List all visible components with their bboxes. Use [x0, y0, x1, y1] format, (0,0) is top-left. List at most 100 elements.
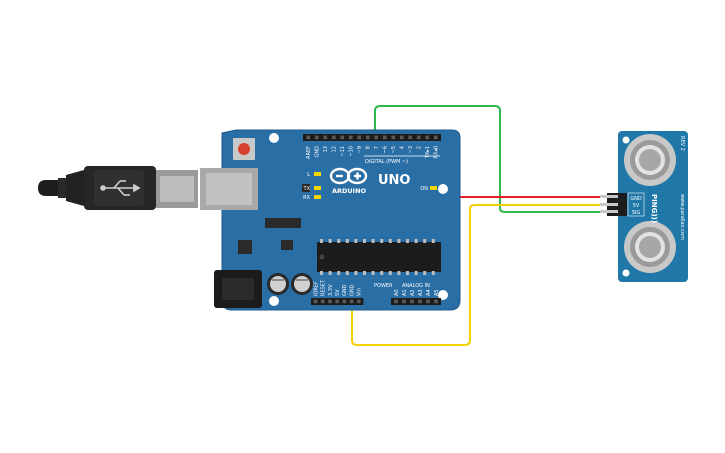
mounting-hole — [269, 296, 279, 306]
digital-header-pin-label: 7 — [374, 146, 380, 149]
chip-leg — [414, 271, 418, 275]
power-header-pin-label: 3.3V — [328, 284, 334, 296]
digital-header-pin-label: TX▸1 — [425, 146, 431, 159]
chip-leg — [397, 271, 401, 275]
digital-header-pin[interactable] — [314, 135, 319, 140]
sensor-pin-header[interactable] — [600, 193, 627, 216]
arduino-brand: ARDUINO — [332, 187, 367, 195]
digital-header-pin[interactable] — [399, 135, 404, 140]
crystal — [265, 218, 301, 228]
analog-header-pin[interactable] — [426, 299, 430, 304]
digital-header-pin[interactable] — [425, 135, 430, 140]
chip-leg — [388, 239, 392, 243]
digital-header-pin-label: ~11 — [340, 146, 346, 157]
digital-header-pin[interactable] — [323, 135, 328, 140]
power-header-pin[interactable] — [313, 299, 318, 304]
power-header-pin-label: GND — [349, 284, 355, 296]
chip-leg — [380, 271, 384, 275]
capacitor — [291, 273, 313, 295]
digital-header-pin[interactable] — [306, 135, 311, 140]
analog-header-pin-label: A3 — [418, 289, 424, 296]
digital-header-pin[interactable] — [416, 135, 421, 140]
analog-header-pin[interactable] — [394, 299, 398, 304]
signal-wire[interactable] — [374, 105, 619, 213]
chip-leg — [406, 271, 409, 275]
arduino-logo: ARDUINO UNO — [329, 167, 411, 195]
digital-header-pin-label: ~10 — [349, 146, 355, 157]
chip-leg — [423, 239, 427, 243]
sensor-pin-labels: GND 5V SIG — [627, 192, 645, 217]
digital-header-pin[interactable] — [331, 135, 336, 140]
digital-header-pin[interactable] — [365, 135, 370, 140]
led-l-label: L — [307, 172, 310, 178]
uno-model: UNO — [378, 173, 411, 188]
digital-header-pin[interactable] — [391, 135, 396, 140]
chip-small — [302, 184, 310, 192]
arduino-uno-board[interactable]: L TX RX ON ARDUINO UNO ARE — [200, 129, 461, 311]
mounting-hole — [438, 290, 448, 300]
voltage-regulator — [238, 240, 252, 254]
digital-header-pin[interactable] — [408, 135, 413, 140]
chip-leg — [363, 239, 366, 243]
digital-header-pin-label: 13 — [323, 146, 329, 152]
chip-leg — [380, 239, 384, 243]
analog-header-pin-label: A0 — [394, 289, 400, 296]
sensor-pin-5v: 5V — [633, 203, 640, 209]
power-header-pin-label: RESET — [321, 279, 327, 296]
on-led: ON — [420, 186, 437, 192]
power-header-pin[interactable] — [321, 299, 325, 304]
analog-header-label: ANALOG IN — [402, 283, 430, 289]
chip-leg — [431, 239, 435, 243]
sensor-revision: REV 2 — [679, 136, 685, 151]
analog-header-pin[interactable] — [434, 299, 438, 304]
digital-header-pin[interactable] — [340, 135, 345, 140]
sensor-pin-sig: SIG — [632, 210, 641, 216]
analog-header-pin[interactable] — [418, 299, 422, 304]
power-header-pin[interactable] — [342, 299, 347, 304]
ping-ultrasonic-sensor[interactable]: GND 5V SIG PING))) REV 2 www.parallax.co… — [600, 131, 688, 282]
chip-leg — [431, 271, 435, 275]
digital-header-pin[interactable] — [348, 135, 353, 140]
digital-header-strip — [303, 134, 441, 141]
digital-header-pin[interactable] — [382, 135, 387, 140]
dc-power-jack[interactable] — [214, 270, 262, 308]
chip-leg — [363, 271, 366, 275]
digital-header-pin[interactable] — [433, 135, 438, 140]
chip-leg — [423, 271, 427, 275]
digital-header-pin-label: ~9 — [357, 146, 363, 153]
sensor-name: PING))) — [650, 194, 658, 223]
led-tx-label: TX — [303, 186, 311, 192]
chip-leg — [320, 271, 323, 275]
analog-header-pin-label: A5 — [434, 289, 440, 296]
chip-leg — [388, 271, 392, 275]
chip-leg — [345, 239, 349, 243]
status-leds: L TX RX — [303, 172, 321, 201]
power-header-pin[interactable] — [349, 299, 354, 304]
power-header-pin[interactable] — [357, 299, 361, 304]
chip-leg — [406, 239, 409, 243]
power-header-pin[interactable] — [328, 299, 332, 304]
chip-leg — [337, 271, 341, 275]
reset-button[interactable] — [233, 138, 255, 160]
usb-cable[interactable] — [38, 166, 198, 210]
analog-header-pin[interactable] — [402, 299, 406, 304]
chip-leg — [354, 239, 358, 243]
chip-leg — [320, 239, 323, 243]
digital-header-pin[interactable] — [374, 135, 379, 140]
power-header-pin[interactable] — [335, 299, 339, 304]
digital-header-pin-label: ~3 — [408, 146, 414, 153]
chip-small — [281, 240, 293, 250]
digital-header-label: DIGITAL (PWM ~) — [365, 159, 408, 165]
digital-header-pin[interactable] — [357, 135, 362, 140]
usb-symbol-icon — [100, 180, 141, 196]
ground-wire[interactable] — [351, 204, 619, 346]
mounting-hole — [622, 136, 630, 144]
analog-header-pin-label: A1 — [402, 289, 408, 296]
digital-header-pin-label: 12 — [332, 146, 338, 152]
chip-leg — [345, 271, 349, 275]
analog-header-pin-label: A2 — [410, 289, 416, 296]
analog-header-pin[interactable] — [410, 299, 414, 304]
